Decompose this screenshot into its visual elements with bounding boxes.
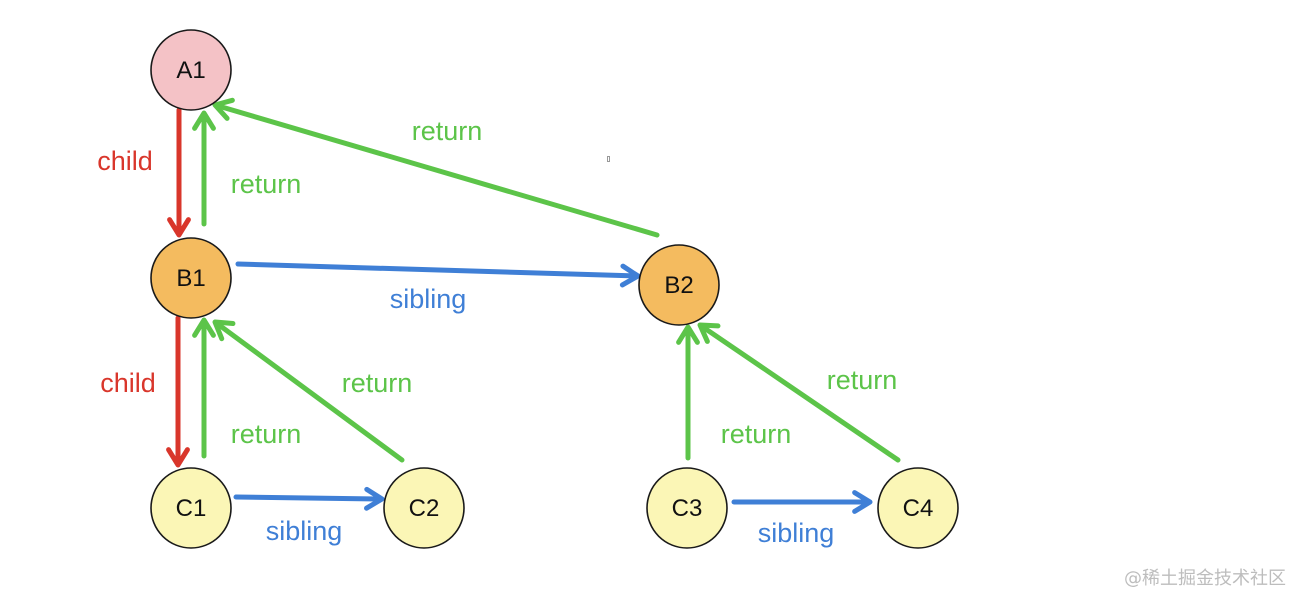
return-arrow-head <box>192 110 216 131</box>
return-edge-label: return <box>342 368 413 398</box>
return-arrow-line <box>215 321 405 463</box>
node-label: C3 <box>672 495 703 522</box>
edge-c4-b2-return: return <box>697 322 901 463</box>
node-b2: B2 <box>638 244 720 326</box>
return-arrow-head <box>697 322 721 344</box>
cursor-artifact <box>607 156 610 162</box>
node-a1: A1 <box>150 29 232 111</box>
sibling-arrow-line <box>235 261 637 279</box>
node-label: B2 <box>664 272 693 299</box>
node-circle <box>150 467 232 549</box>
node-b1: B1 <box>150 237 232 319</box>
node-circle <box>150 237 232 319</box>
node-c2: C2 <box>383 467 465 549</box>
node-c4: C4 <box>877 467 959 549</box>
node-circle <box>877 467 959 549</box>
watermark: @稀土掘金技术社区 <box>1124 568 1286 589</box>
child-edge-label: child <box>97 146 153 176</box>
return-edge-label: return <box>721 419 792 449</box>
sibling-arrow-head <box>852 490 873 514</box>
child-arrow-head <box>167 217 191 238</box>
sibling-arrow-head <box>364 486 385 511</box>
node-label: A1 <box>176 57 205 84</box>
edges-layer: child return return sibling child return retur… <box>97 97 901 548</box>
return-edge-label: return <box>827 365 898 395</box>
node-circle <box>638 244 720 326</box>
node-label: B1 <box>176 265 205 292</box>
node-circle <box>646 467 728 549</box>
return-arrow-head <box>676 324 700 345</box>
sibling-edge-label: sibling <box>390 284 467 314</box>
edge-b2-a1-return: return <box>212 97 660 238</box>
node-label: C4 <box>903 495 934 522</box>
child-arrow-head <box>166 447 190 468</box>
child-edge-label: child <box>100 368 156 398</box>
sibling-arrow-line <box>233 494 381 502</box>
return-arrow-head <box>212 97 235 121</box>
return-edge-label: return <box>231 419 302 449</box>
node-label: C2 <box>409 495 440 522</box>
return-edge-label: return <box>412 116 483 146</box>
node-circle <box>383 467 465 549</box>
node-circle <box>150 29 232 111</box>
node-c1: C1 <box>150 467 232 549</box>
sibling-arrow-head <box>619 263 641 288</box>
edge-b1-a1-return: return <box>192 110 302 227</box>
edge-c2-b1-return: return <box>212 319 413 463</box>
edge-c3-b2-return: return <box>676 324 792 461</box>
return-edge-label: return <box>231 169 302 199</box>
return-arrow-head <box>212 319 236 342</box>
return-arrow-line <box>216 103 660 238</box>
return-arrow-line <box>700 324 901 463</box>
edge-b1-c1-child: child <box>100 315 190 468</box>
sibling-edge-label: sibling <box>266 516 343 546</box>
edge-c3-c4-sibling: sibling <box>731 490 873 548</box>
sibling-edge-label: sibling <box>758 518 835 548</box>
edge-c1-b1-return: return <box>192 317 302 459</box>
node-c3: C3 <box>646 467 728 549</box>
edge-b1-b2-sibling: sibling <box>235 261 641 314</box>
edge-c1-c2-sibling: sibling <box>233 486 385 546</box>
return-arrow-head <box>192 317 216 338</box>
node-label: C1 <box>176 495 207 522</box>
edge-a1-b1-child: child <box>97 107 191 238</box>
